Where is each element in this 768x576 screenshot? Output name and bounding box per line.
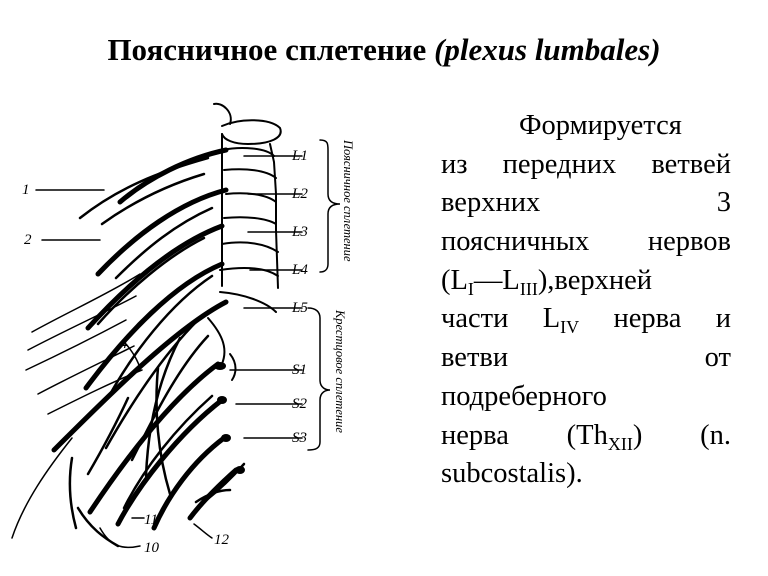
text-line-8: подреберного (441, 378, 731, 417)
callout-11: 11 (144, 512, 158, 528)
text-subscript: IV (560, 317, 580, 338)
label-l1: L1 (291, 148, 308, 164)
text-word: нервов (647, 226, 731, 258)
text-word: ветвей (651, 148, 731, 180)
label-s1: S1 (292, 362, 307, 378)
label-s3: S3 (292, 430, 307, 446)
text-word: LIV (543, 300, 579, 339)
text-word: subcostalis). (441, 458, 583, 490)
text-subscript: XII (607, 433, 633, 454)
callout-2: 2 (24, 232, 32, 248)
text-fragment: (L (441, 264, 468, 296)
text-line-3: верхних 3 (441, 184, 731, 223)
label-l2: L2 (291, 186, 308, 202)
text-line-2: из передних ветвей (441, 146, 731, 185)
callout-10: 10 (144, 540, 160, 556)
text-line-4: поясничных нервов (441, 223, 731, 262)
slide-title: Поясничное сплетение (plexus lumbales) (0, 30, 768, 70)
text-word: и (715, 303, 731, 335)
text-word: передних (502, 148, 617, 180)
text-fragment: (Th (566, 419, 608, 451)
text-fragment: ) (632, 419, 643, 451)
plexus-diagram: L1 L2 L3 L4 L5 S1 S2 S3 1 2 4 10 11 12 П… (11, 102, 355, 556)
label-l4: L4 (291, 262, 308, 278)
text-word: ветви (441, 342, 509, 374)
text-word: от (704, 342, 731, 374)
label-l5: L5 (291, 300, 308, 316)
text-line-10: subcostalis). (441, 455, 731, 494)
text-fragment: L (542, 303, 561, 335)
text-line-6: части LIV нерва и (441, 300, 731, 339)
sacral-plexus-label: Крестцовое сплетение (333, 309, 347, 433)
text-word: (n. (700, 419, 731, 451)
callout-1: 1 (22, 182, 30, 198)
label-l3: L3 (291, 224, 308, 240)
text-word: подреберного (441, 380, 607, 412)
text-word: из (441, 148, 468, 180)
description-text: Формируется из передних ветвей верхних 3… (441, 107, 731, 494)
text-word: Формируется (519, 110, 682, 141)
title-main: Поясничное сплетение (107, 32, 427, 67)
label-s2: S2 (292, 396, 308, 412)
text-word: поясничных (441, 226, 590, 258)
text-subscript: III (519, 278, 538, 299)
text-word: части (441, 303, 509, 335)
text-word: нерва (441, 419, 509, 451)
text-word: нерва (613, 303, 682, 335)
text-fragment: ),верхней (537, 264, 653, 296)
text-line-1: Формируется (441, 107, 731, 146)
text-line-7: ветви от (441, 339, 731, 378)
text-fragment: —L (473, 264, 520, 296)
text-word: (ThXII) (567, 417, 643, 456)
text-word: 3 (716, 187, 731, 219)
text-subscript: I (467, 278, 474, 299)
title-latin: (plexus lumbales) (434, 32, 661, 67)
lumbar-plexus-label: Поясничное сплетение (341, 139, 355, 262)
text-line-5: (LI—LIII),верхней (441, 262, 731, 301)
text-word: верхних (441, 187, 541, 219)
text-line-9: нерва (ThXII) (n. (441, 417, 731, 456)
plexus-illustration: L1 L2 L3 L4 L5 S1 S2 S3 1 2 4 10 11 12 П… (8, 98, 428, 564)
callout-4: 4 (120, 336, 128, 352)
callout-12: 12 (214, 532, 230, 548)
